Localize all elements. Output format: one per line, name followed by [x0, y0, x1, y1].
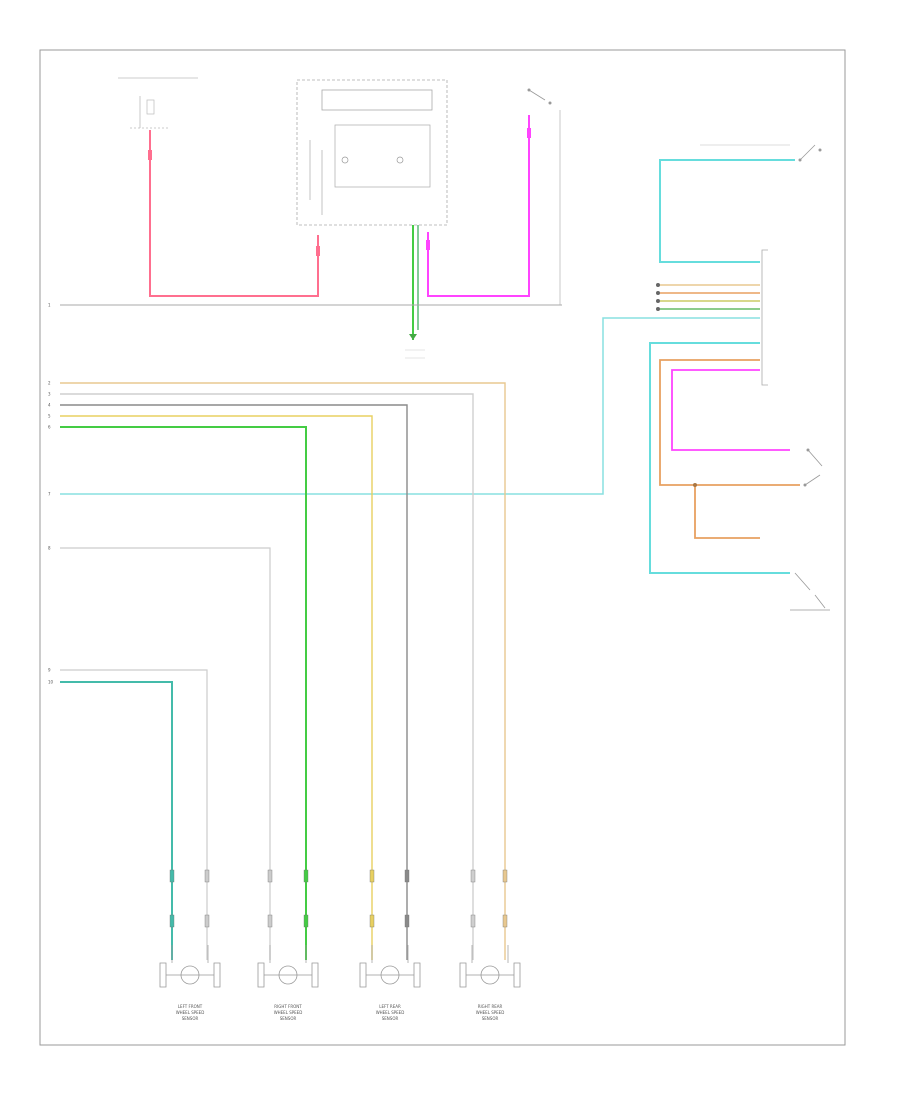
- pin-number: 4: [48, 403, 51, 408]
- connector-pin: [148, 150, 152, 160]
- sensor-label: LEFT FRONT: [178, 1004, 203, 1009]
- connector-pin: [369, 914, 375, 928]
- splice-icon: [656, 283, 660, 287]
- pin-number: 3: [48, 392, 51, 397]
- sensor-coil-icon: [480, 965, 500, 985]
- switch-right-low: [803, 474, 821, 487]
- pin-number: 9: [48, 668, 51, 673]
- wire-teal: [60, 681, 173, 960]
- sensor-label: SENSOR: [280, 1016, 297, 1021]
- connector-pin: [303, 914, 309, 928]
- instrument-cluster-box: [296, 79, 448, 226]
- sensor-coil-icon: [278, 965, 298, 985]
- fuse-icon: [146, 99, 155, 115]
- connector-pin: [502, 914, 508, 928]
- wire-magenta: [427, 115, 530, 297]
- connector-pin: [267, 914, 273, 928]
- connector-pin: [527, 128, 531, 138]
- splice-icon: [693, 483, 697, 487]
- splice-icon: [656, 299, 660, 303]
- wire-tan: [60, 382, 506, 960]
- sensor-label: SENSOR: [482, 1016, 499, 1021]
- pin-number: 1: [48, 303, 51, 308]
- sensor-label: RIGHT FRONT: [274, 1004, 302, 1009]
- connector-pin: [502, 869, 508, 883]
- connector-pin: [303, 869, 309, 883]
- brake-switch-top: [527, 88, 561, 305]
- pin-number: 8: [48, 546, 51, 551]
- connector-pin: [267, 869, 273, 883]
- sensor-connector-pins: [169, 869, 508, 928]
- connector-pin: [404, 869, 410, 883]
- ebcm-connector: [761, 249, 768, 386]
- switch-right-bottom: [790, 572, 830, 611]
- sensor-label: WHEEL SPEED: [376, 1010, 405, 1015]
- wire-green-left: [60, 426, 307, 960]
- sensor-label: RIGHT REAR: [478, 1004, 503, 1009]
- wire-gray: [60, 404, 408, 960]
- wire-pink: [149, 130, 319, 297]
- connector-pin: [426, 240, 430, 250]
- wire-cyan-right: [649, 342, 790, 574]
- splice-icon: [656, 291, 660, 295]
- sensor-coil-icon: [180, 965, 200, 985]
- pin-number: 7: [48, 492, 51, 497]
- connector-pin: [169, 869, 175, 883]
- pin-number: 6: [48, 425, 51, 430]
- connector-pin: [470, 869, 476, 883]
- sensor-label: SENSOR: [382, 1016, 399, 1021]
- pin-number: 5: [48, 414, 51, 419]
- lamp-icon: [341, 156, 349, 164]
- sensor-label: WHEEL SPEED: [176, 1010, 205, 1015]
- wire-cyan-long: [60, 317, 760, 495]
- wire-white: [60, 547, 271, 960]
- switch-top-right: [700, 144, 822, 162]
- sensor-label: WHEEL SPEED: [476, 1010, 505, 1015]
- wire-white-2: [60, 669, 208, 960]
- pin-number: 2: [48, 381, 51, 386]
- connector-pin: [404, 914, 410, 928]
- wire-magenta-right: [671, 369, 790, 451]
- sensor-coil-icon: [380, 965, 400, 985]
- switch-right-mid: [806, 448, 823, 467]
- fuse-block-top-left: [118, 77, 198, 129]
- wire-cyan-top: [659, 159, 795, 263]
- splice-icon: [656, 307, 660, 311]
- wire-orange: [659, 359, 800, 486]
- connector-pin: [204, 869, 210, 883]
- connector-pin: [169, 914, 175, 928]
- sensor-label: SENSOR: [182, 1016, 199, 1021]
- connector-pin: [204, 914, 210, 928]
- connector-pin: [369, 869, 375, 883]
- left-pin-numbers: 1 2 3 4 5 6 7 8 9 10: [48, 303, 54, 685]
- sensor-label: LEFT REAR: [379, 1004, 401, 1009]
- lamp-icon: [396, 156, 404, 164]
- wire-ltgray: [60, 393, 474, 960]
- diagram-frame: [39, 49, 846, 1046]
- sensor-label: WHEEL SPEED: [274, 1010, 303, 1015]
- wire-orange-branch: [694, 485, 760, 539]
- arrow-down-icon: [409, 334, 417, 340]
- connector-pin: [316, 246, 320, 256]
- pin-number: 10: [48, 680, 54, 685]
- connector-pin: [470, 914, 476, 928]
- wire-yellow: [60, 415, 373, 960]
